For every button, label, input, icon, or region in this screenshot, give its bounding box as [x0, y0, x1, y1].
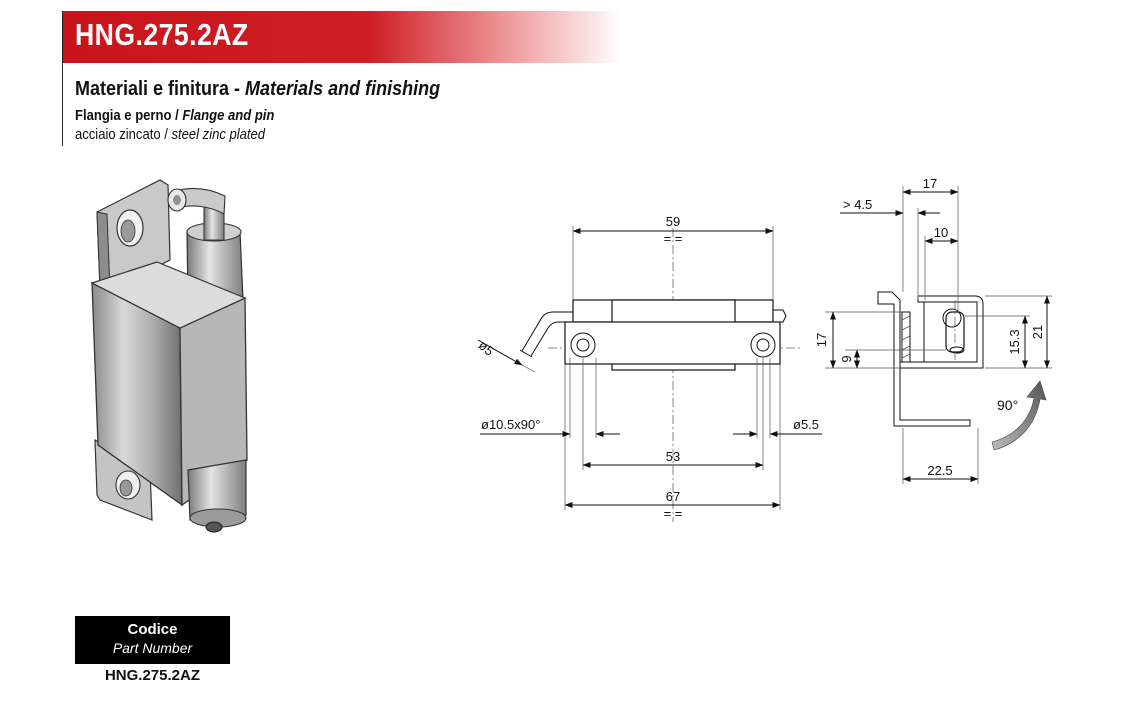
product-code-title: HNG.275.2AZ: [75, 17, 249, 52]
materials-heading: Materiali e finitura - Materials and fin…: [75, 78, 440, 101]
symmetry-mark-top: = =: [664, 231, 683, 246]
part-number-header-en: Part Number: [112, 640, 193, 656]
dim-side-15-3: 15.3: [1007, 329, 1022, 354]
header-band: [62, 11, 622, 63]
part-name-line: Flangia e perno / Flange and pin: [75, 108, 274, 124]
dim-pitch-53: 53: [666, 449, 680, 464]
hinge-3d-render: [90, 179, 248, 533]
finish-line: acciaio zincato / steel zinc plated: [75, 127, 265, 143]
finish-it: acciaio zincato /: [75, 127, 172, 143]
front-view: 59 = = 53 67 = = ø10.5x90° ø5.5 ø5: [476, 214, 822, 522]
dim-side-10: 10: [934, 225, 948, 240]
part-number-value: HNG.275.2AZ: [104, 667, 201, 684]
part-name-it: Flangia e perno /: [75, 108, 183, 124]
header-divider: [62, 11, 63, 146]
part-number-table-header: Codice Part Number: [75, 616, 230, 664]
dim-side-21: 21: [1030, 325, 1045, 339]
dim-pin-diameter: ø5: [476, 338, 497, 359]
symmetry-mark-bottom: = =: [664, 506, 683, 521]
dim-hole-5-5: ø5.5: [793, 417, 819, 432]
dim-side-22-5: 22.5: [927, 463, 952, 478]
part-name-en: Flange and pin: [182, 108, 275, 124]
side-view: 17 > 4.5 10 17 9 15.3 21 22.5 90°: [814, 176, 1052, 484]
dim-width-59: 59: [666, 214, 680, 229]
part-number-header-it: Codice: [127, 621, 178, 638]
dim-countersink: ø10.5x90°: [481, 417, 540, 432]
rotation-label: 90°: [997, 397, 1018, 413]
dim-total-67: 67: [666, 489, 680, 504]
dim-side-9: 9: [839, 355, 854, 362]
dim-side-17-top: 17: [923, 176, 937, 191]
materials-heading-en: Materials and finishing: [245, 78, 441, 100]
dim-side-gt-4-5: > 4.5: [843, 197, 872, 212]
rotation-arrow-icon: [991, 380, 1047, 451]
materials-heading-it: Materiali e finitura -: [75, 78, 246, 100]
dim-side-17-left: 17: [814, 333, 829, 347]
finish-en: steel zinc plated: [171, 127, 266, 143]
